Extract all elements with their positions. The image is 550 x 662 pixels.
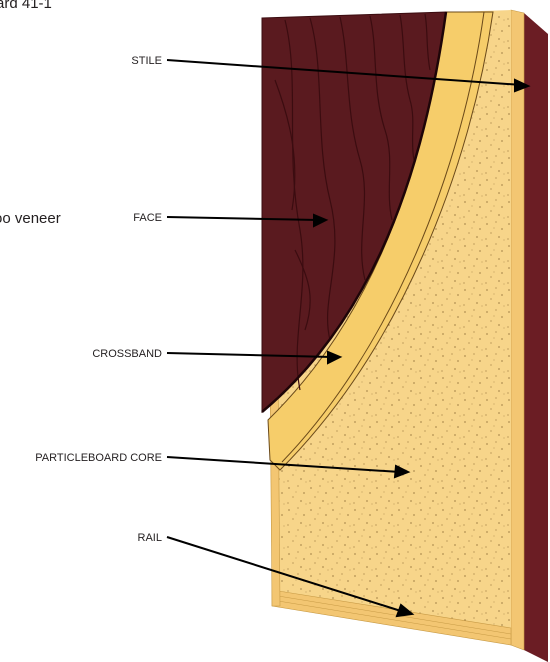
stile-strip [511,10,524,650]
door-edge-band [524,13,548,662]
stile-label: STILE [131,55,162,67]
rail-label: RAIL [138,532,162,544]
particleboard-core-label: PARTICLEBOARD CORE [35,452,162,464]
face-label: FACE [133,212,162,224]
crossband-label: CROSSBAND [92,348,162,360]
